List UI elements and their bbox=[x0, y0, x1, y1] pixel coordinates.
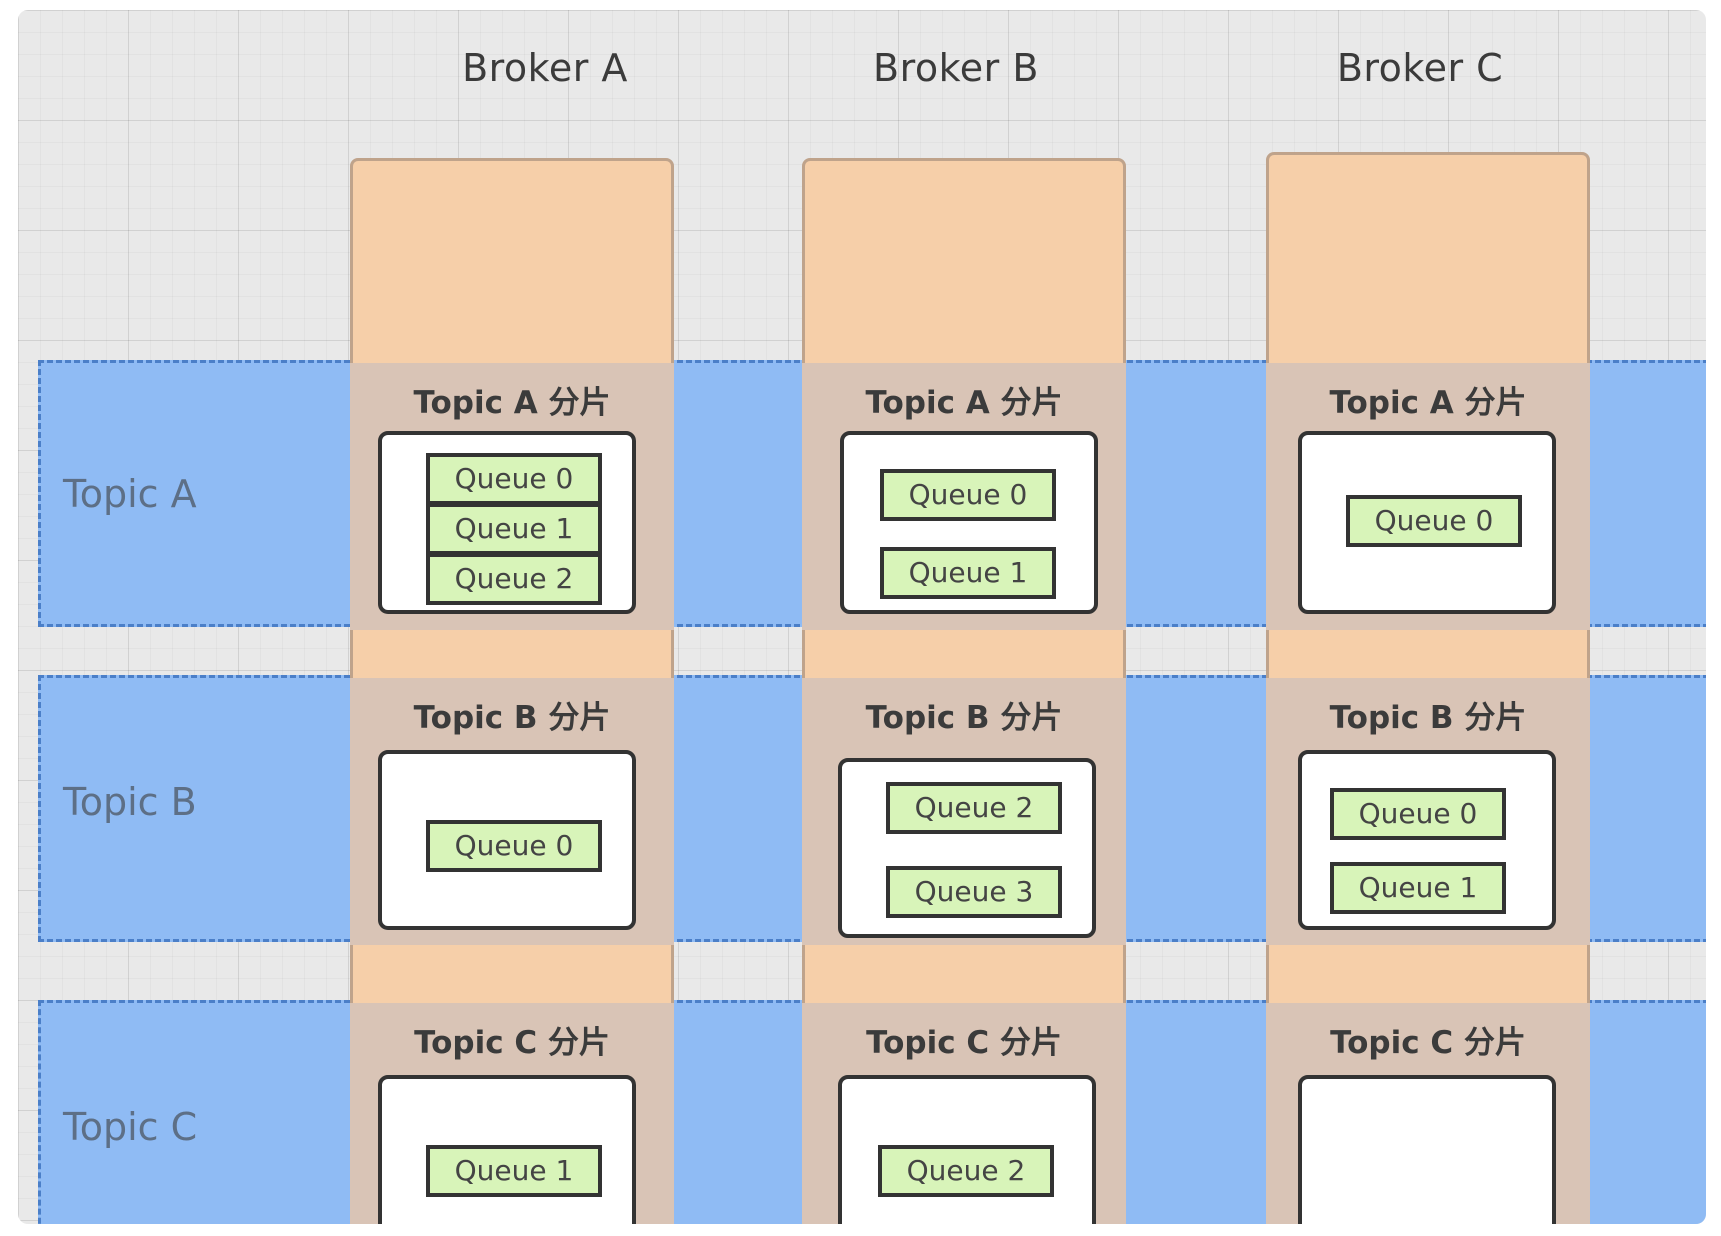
broker-a-topic-c-shard: Topic C 分片 Queue 1 bbox=[350, 1003, 674, 1224]
shard-title: Topic B 分片 bbox=[1329, 700, 1527, 736]
broker-b-title: Broker B bbox=[873, 46, 1039, 90]
queue: Queue 0 bbox=[880, 469, 1056, 521]
shard-title: Topic B 分片 bbox=[865, 700, 1063, 736]
broker-b-column: Topic A 分片 Queue 0 Queue 1 Topic B 分片 Qu… bbox=[802, 158, 1126, 1224]
topic-b-label: Topic B bbox=[63, 780, 197, 824]
topic-c-label: Topic C bbox=[63, 1105, 198, 1149]
queue: Queue 1 bbox=[880, 547, 1056, 599]
broker-a-topic-a-shard: Topic A 分片 Queue 0 Queue 1 Queue 2 bbox=[350, 363, 674, 630]
broker-b-topic-a-shard: Topic A 分片 Queue 0 Queue 1 bbox=[802, 363, 1126, 630]
queue: Queue 3 bbox=[886, 866, 1062, 918]
broker-c-column: Topic A 分片 Queue 0 Topic B 分片 Queue 0 Qu… bbox=[1266, 152, 1590, 1224]
shard-box: Queue 0 Queue 1 bbox=[1298, 750, 1556, 930]
topic-a-label: Topic A bbox=[63, 472, 197, 516]
shard-title: Topic C 分片 bbox=[866, 1025, 1062, 1061]
shard-title: Topic A 分片 bbox=[865, 385, 1063, 421]
queue: Queue 0 bbox=[426, 820, 602, 872]
shard-title: Topic C 分片 bbox=[1330, 1025, 1526, 1061]
broker-b-topic-c-shard: Topic C 分片 Queue 2 bbox=[802, 1003, 1126, 1224]
broker-a-title: Broker A bbox=[462, 46, 628, 90]
shard-box: Queue 0 Queue 1 bbox=[840, 431, 1098, 614]
broker-c-topic-a-shard: Topic A 分片 Queue 0 bbox=[1266, 363, 1590, 630]
broker-c-title: Broker C bbox=[1336, 46, 1504, 90]
shard-box: Queue 0 bbox=[378, 750, 636, 930]
queue: Queue 1 bbox=[426, 503, 602, 555]
shard-box: Queue 0 bbox=[1298, 431, 1556, 614]
diagram-canvas: Broker A Broker B Broker C Topic A Topic… bbox=[18, 10, 1706, 1224]
shard-title: Topic A 分片 bbox=[1329, 385, 1527, 421]
queue: Queue 2 bbox=[878, 1145, 1054, 1197]
shard-box: Queue 1 bbox=[378, 1075, 636, 1224]
broker-b-topic-b-shard: Topic B 分片 Queue 2 Queue 3 bbox=[802, 678, 1126, 945]
shard-title: Topic B 分片 bbox=[413, 700, 611, 736]
shard-box: Queue 2 Queue 3 bbox=[838, 758, 1096, 938]
queue: Queue 0 bbox=[1330, 788, 1506, 840]
queue: Queue 1 bbox=[426, 1145, 602, 1197]
broker-a-column: Topic A 分片 Queue 0 Queue 1 Queue 2 Topic… bbox=[350, 158, 674, 1224]
broker-c-topic-b-shard: Topic B 分片 Queue 0 Queue 1 bbox=[1266, 678, 1590, 945]
broker-a-topic-b-shard: Topic B 分片 Queue 0 bbox=[350, 678, 674, 945]
queue: Queue 2 bbox=[886, 782, 1062, 834]
broker-c-topic-c-shard: Topic C 分片 bbox=[1266, 1003, 1590, 1224]
queue: Queue 2 bbox=[426, 553, 602, 605]
shard-title: Topic C 分片 bbox=[414, 1025, 610, 1061]
queue: Queue 0 bbox=[426, 453, 602, 505]
shard-box bbox=[1298, 1075, 1556, 1224]
shard-box: Queue 2 bbox=[838, 1075, 1096, 1224]
queue: Queue 1 bbox=[1330, 862, 1506, 914]
shard-title: Topic A 分片 bbox=[413, 385, 611, 421]
shard-box: Queue 0 Queue 1 Queue 2 bbox=[378, 431, 636, 614]
queue: Queue 0 bbox=[1346, 495, 1522, 547]
